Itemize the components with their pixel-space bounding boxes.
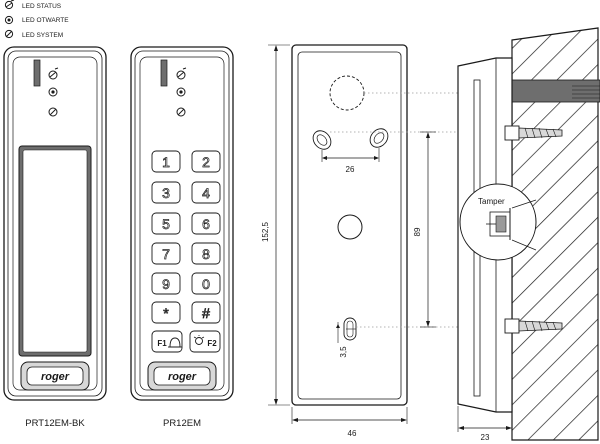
key-label: 0 xyxy=(202,276,210,292)
dimension-vertical-89: 89 xyxy=(413,131,436,328)
tamper-detail: Tamper xyxy=(459,183,537,261)
led-system-icon xyxy=(176,107,186,117)
key-label: 6 xyxy=(202,216,210,232)
dimension-hole-spacing: 26 xyxy=(321,148,380,174)
legend-label: LED SYSTEM xyxy=(22,32,63,39)
key-6[interactable]: 6 xyxy=(191,212,221,235)
led-status-icon xyxy=(4,0,15,10)
dimension-depth: 23 xyxy=(457,406,513,442)
legend-label: LED OTWARTE xyxy=(22,17,69,24)
led-open-icon xyxy=(4,15,14,25)
key-label: 8 xyxy=(202,246,210,262)
dimension-label: 26 xyxy=(346,165,355,174)
screw-bottom xyxy=(504,318,563,334)
key-f2[interactable]: F2 xyxy=(189,330,221,353)
dimension-label: 89 xyxy=(413,227,422,236)
key-0[interactable]: 0 xyxy=(191,272,221,295)
key-label: * xyxy=(163,305,169,321)
key-9[interactable]: 9 xyxy=(151,272,181,295)
key-f1[interactable]: F1 xyxy=(151,330,183,353)
dimension-width: 46 xyxy=(291,407,408,438)
led-system-icon xyxy=(48,107,58,117)
key-label: 1 xyxy=(162,154,170,170)
caption-pr12em: PR12EM xyxy=(163,418,201,429)
key-8[interactable]: 8 xyxy=(191,242,221,265)
key-2[interactable]: 2 xyxy=(191,150,221,173)
led-status-icon xyxy=(176,67,187,80)
reader-prt12em-bk: roger PRT12EM-BK xyxy=(3,46,107,429)
legend-item-led-system: LED SYSTEM xyxy=(4,29,63,39)
led-system-icon xyxy=(4,29,14,39)
mounting-front-view: 26 152,5 46 3,5 xyxy=(261,44,513,438)
bell-icon xyxy=(168,337,182,348)
dimension-label: 23 xyxy=(481,433,490,442)
led-open-icon xyxy=(176,87,186,97)
key-7[interactable]: 7 xyxy=(151,242,181,265)
key-hash[interactable]: # xyxy=(191,301,221,324)
key-label: 4 xyxy=(202,185,210,201)
legend-item-led-status: LED STATUS xyxy=(4,0,62,10)
key-1[interactable]: 1 xyxy=(151,150,181,173)
key-label: 7 xyxy=(162,246,170,262)
key-5[interactable]: 5 xyxy=(151,212,181,235)
light-bulb-icon xyxy=(193,335,205,345)
mounting-hole-right xyxy=(369,128,389,148)
key-label: # xyxy=(202,305,210,321)
key-label: 5 xyxy=(162,216,170,232)
dimension-height: 152,5 xyxy=(261,44,290,406)
key-label: 2 xyxy=(202,154,210,170)
legend-label: LED STATUS xyxy=(22,3,62,10)
keypad: 1 2 3 4 5 6 7 xyxy=(151,150,221,353)
cable xyxy=(510,79,600,103)
led-open-icon xyxy=(48,87,58,97)
dimension-label: 3,5 xyxy=(339,346,348,358)
mounting-hole-left xyxy=(312,130,332,150)
brand-logo: roger xyxy=(41,371,70,383)
brand-logo: roger xyxy=(168,371,197,383)
key-label: F2 xyxy=(207,339,217,348)
mounting-side-view: Tamper 23 xyxy=(457,27,600,442)
led-status-icon xyxy=(48,67,59,80)
legend: LED STATUS LED OTWARTE LED SYSTEM xyxy=(4,0,69,39)
key-label: F1 xyxy=(157,339,167,348)
caption-prt12em-bk: PRT12EM-BK xyxy=(25,418,85,429)
dimension-label: 152,5 xyxy=(261,221,270,242)
key-3[interactable]: 3 xyxy=(151,181,181,204)
key-4[interactable]: 4 xyxy=(191,181,221,204)
key-label: 9 xyxy=(162,276,170,292)
dimension-label: 46 xyxy=(348,429,357,438)
screw-top xyxy=(504,125,563,141)
legend-item-led-open: LED OTWARTE xyxy=(4,15,69,25)
key-label: 3 xyxy=(162,185,170,201)
dimension-slot: 3,5 xyxy=(336,322,356,358)
key-star[interactable]: * xyxy=(151,301,181,324)
reader-pr12em: 1 2 3 4 5 6 7 xyxy=(130,46,234,429)
tamper-label: Tamper xyxy=(478,197,505,206)
